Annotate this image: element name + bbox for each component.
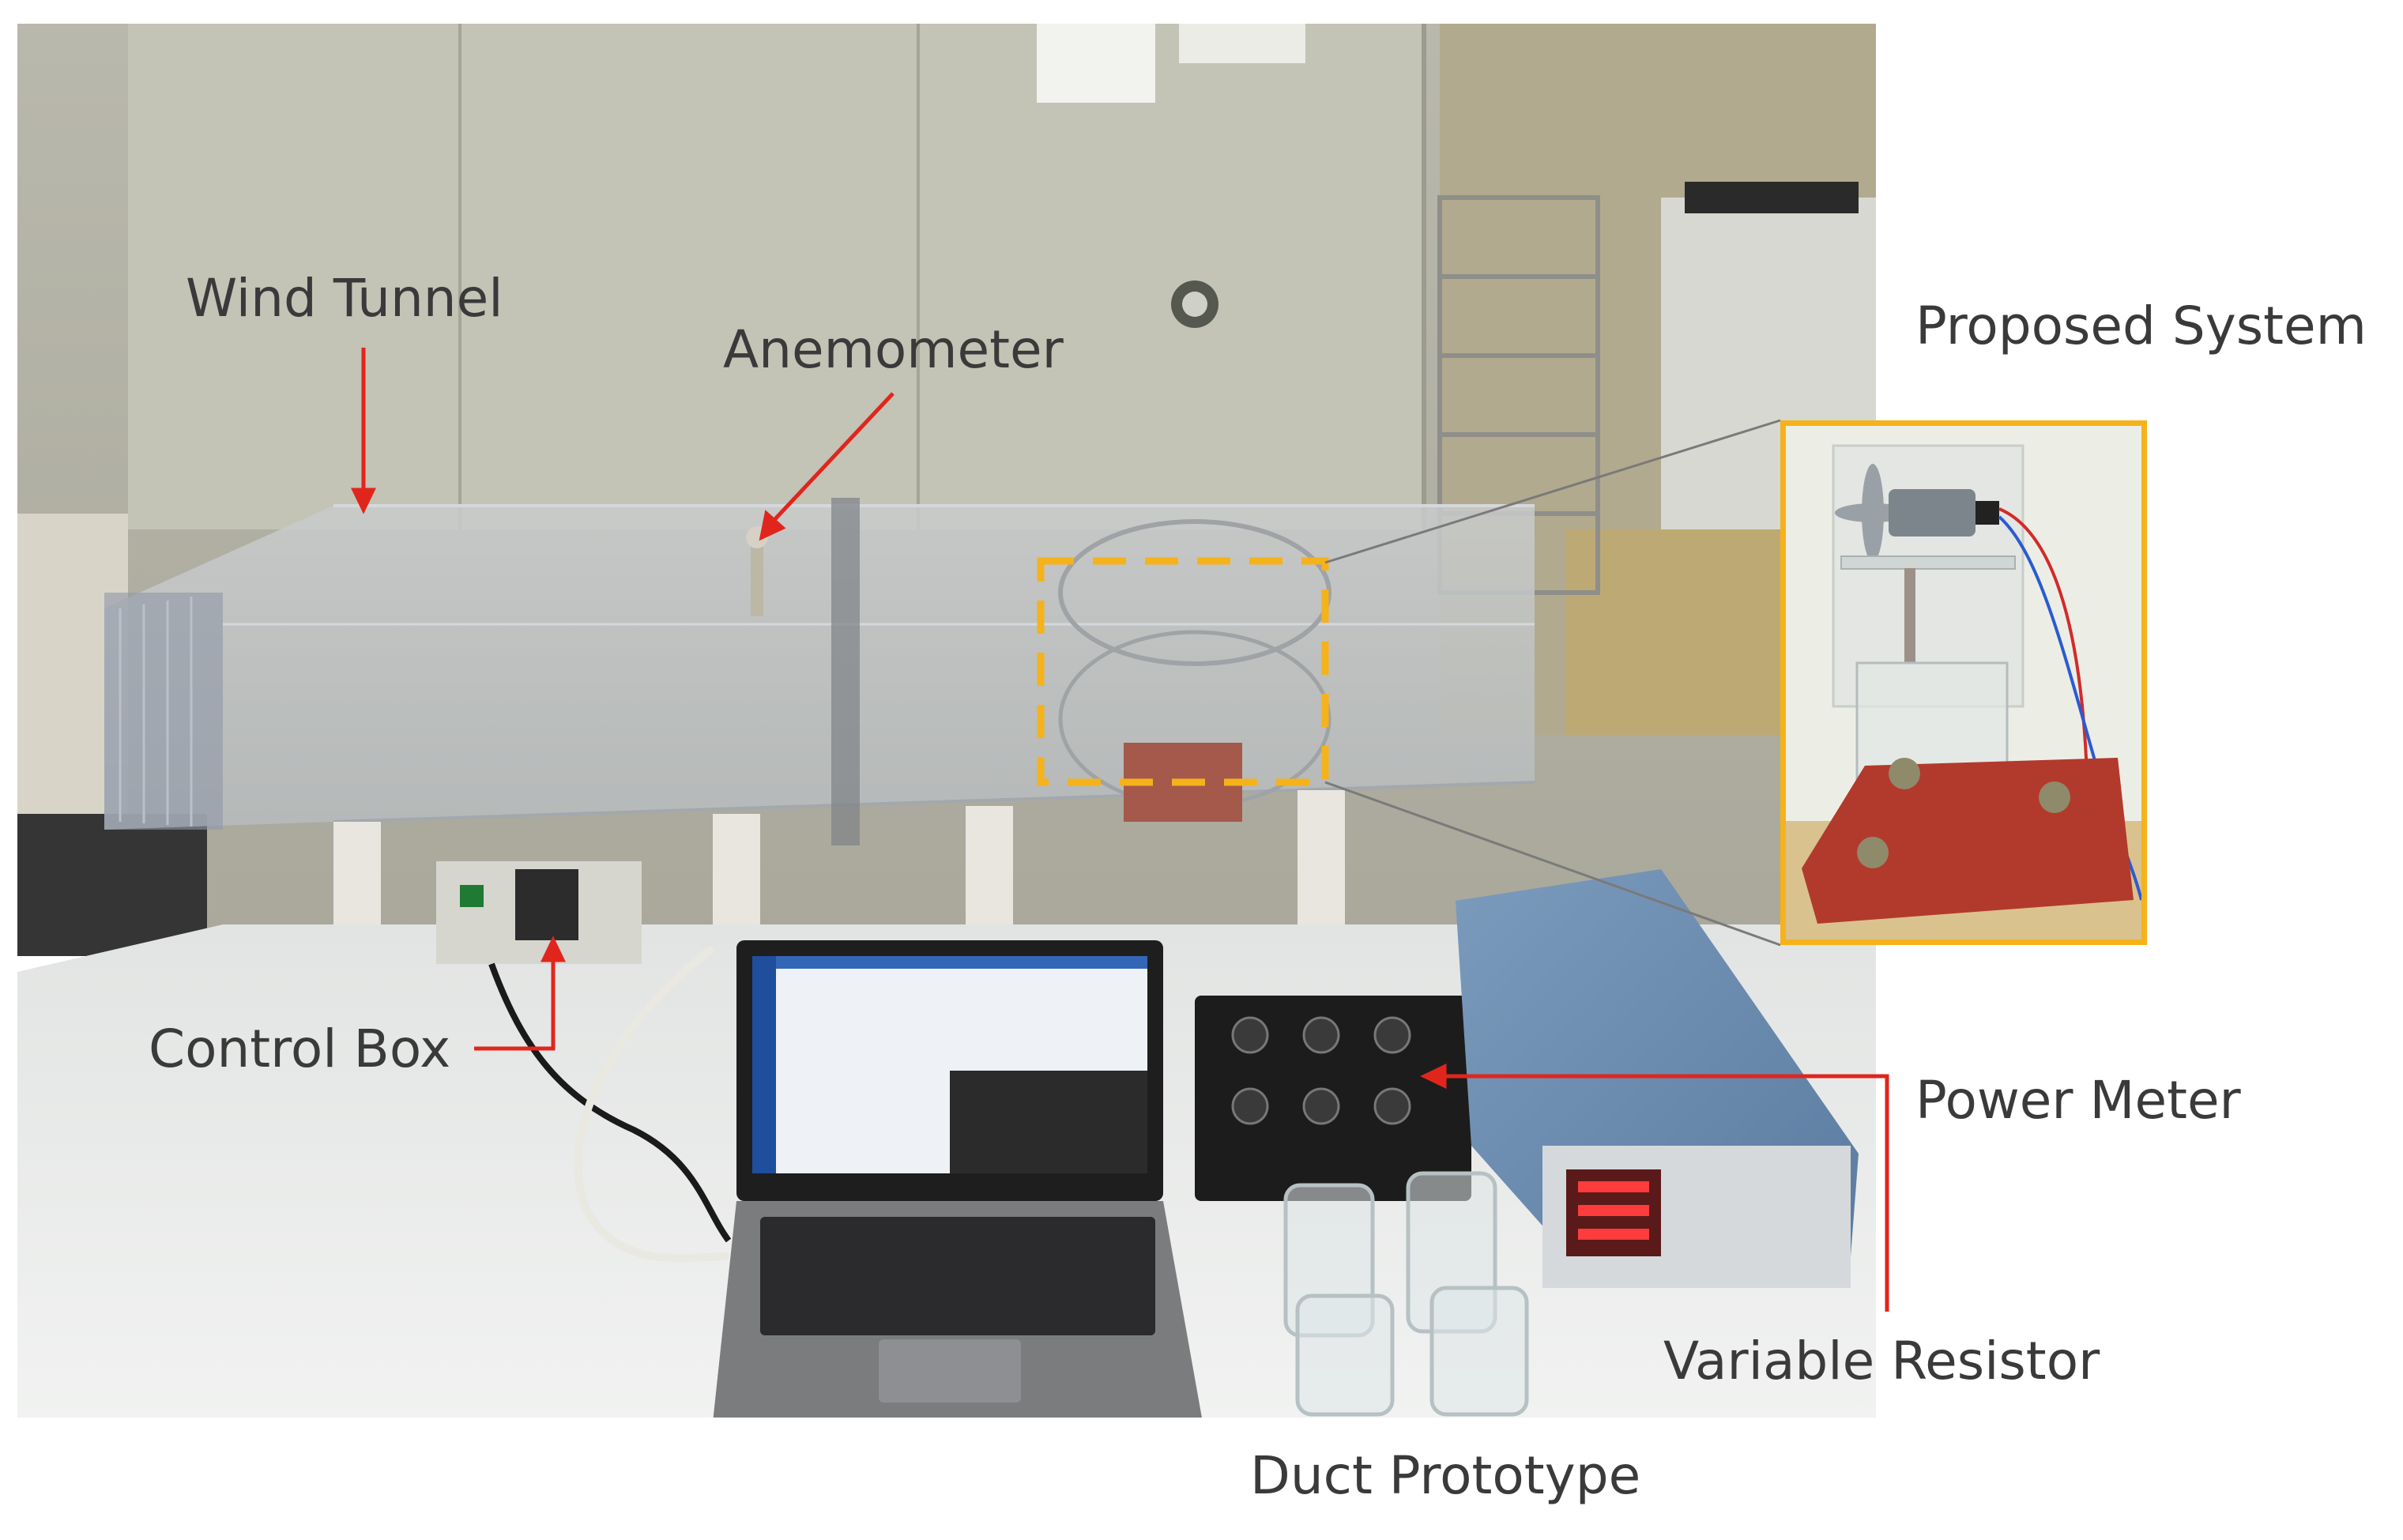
label-anemometer: Anemometer: [723, 319, 1064, 380]
proposed-system-inset: [1780, 420, 2147, 945]
label-proposed-system: Proposed System: [1915, 296, 2367, 356]
touchpad: [879, 1339, 1021, 1403]
arrow-resistor: [1437, 1074, 1889, 1312]
cabinet: [128, 24, 1424, 529]
arrow-control-box: [474, 952, 556, 1051]
label-wind-tunnel: Wind Tunnel: [186, 268, 503, 329]
anemometer-probe: [751, 529, 763, 616]
tunnel-inlet: [104, 593, 223, 830]
label-duct-prototype: Duct Prototype: [1250, 1445, 1641, 1506]
tunnel-flange: [831, 498, 860, 845]
test-section-highlight: [1037, 557, 1329, 786]
inset-photo: [1786, 426, 2141, 939]
arrow-anemometer: [771, 392, 895, 523]
label-power-meter: Power Meter: [1915, 1070, 2241, 1131]
label-control-box: Control Box: [149, 1019, 451, 1079]
label-variable-resistor: Variable Resistor: [1663, 1331, 2100, 1391]
posted-paper: [1037, 24, 1155, 103]
generator: [1889, 489, 1976, 537]
zoom-line-bottom: [1324, 781, 1781, 947]
zoom-line-top: [1324, 419, 1781, 564]
